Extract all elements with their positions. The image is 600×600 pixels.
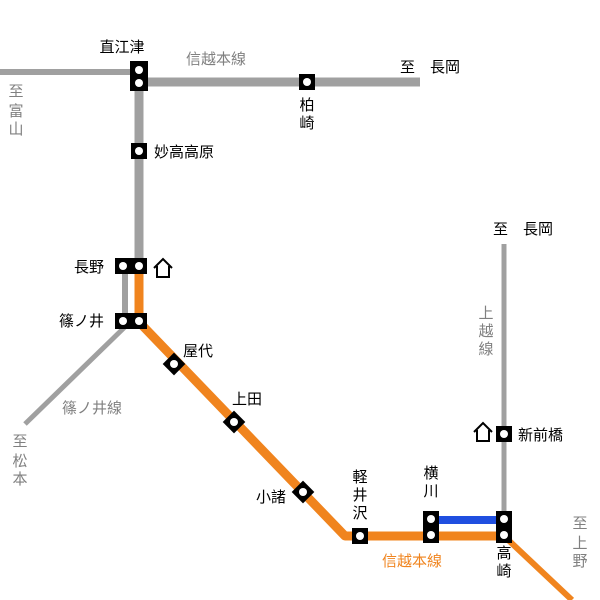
line-shinetsu-south (134, 266, 504, 541)
station-label-naoetsu: 直江津 (99, 38, 144, 56)
station-label-yashiro: 屋代 (183, 342, 213, 360)
direction-to-nagaoka-north: 至 長岡 (493, 220, 553, 238)
station-naoetsu-marker[interactable] (130, 61, 148, 91)
station-label-shinmaebashi: 新前橋 (518, 426, 563, 444)
line-label-shinetsu-south: 信越本線 (382, 552, 442, 570)
station-label-myokokogen: 妙高高原 (154, 143, 214, 161)
direction-to-nagaoka-east: 至 長岡 (400, 58, 460, 76)
station-takasaki-marker[interactable] (496, 511, 512, 543)
line-label-shinonoi: 篠ノ井線 (62, 399, 122, 417)
station-karuizawa-marker[interactable] (352, 528, 368, 544)
line-shinonoi (23, 320, 132, 426)
line-toward-ueno (501, 533, 575, 600)
station-kakizaki-marker[interactable] (299, 74, 315, 90)
station-label-takasaki: 高崎 (496, 544, 511, 580)
station-label-kakizaki: 柏崎 (299, 96, 314, 132)
home-icon (473, 421, 493, 442)
line-label-shinetsu-north: 信越本線 (186, 50, 246, 68)
line-label-joetsu: 上越線 (478, 304, 493, 358)
station-nagano-marker[interactable] (115, 258, 147, 274)
direction-to-matsumoto: 至松本 (12, 432, 27, 488)
station-label-karuizawa: 軽井沢 (352, 468, 367, 522)
station-label-komoro: 小諸 (256, 488, 286, 506)
station-yokokawa-marker[interactable] (423, 511, 439, 543)
station-myokokogen-marker[interactable] (131, 143, 147, 159)
station-shinonoi-marker[interactable] (115, 313, 147, 329)
station-shinmaebashi-marker[interactable] (496, 426, 512, 442)
station-label-yokokawa: 横川 (423, 464, 438, 500)
station-label-shinonoi: 篠ノ井 (59, 312, 104, 330)
direction-to-toyama: 至富山 (8, 82, 23, 138)
station-label-nagano: 長野 (74, 258, 104, 276)
home-icon (153, 257, 173, 278)
direction-to-ueno: 至上野 (572, 514, 587, 570)
station-label-ueda: 上田 (232, 390, 262, 408)
